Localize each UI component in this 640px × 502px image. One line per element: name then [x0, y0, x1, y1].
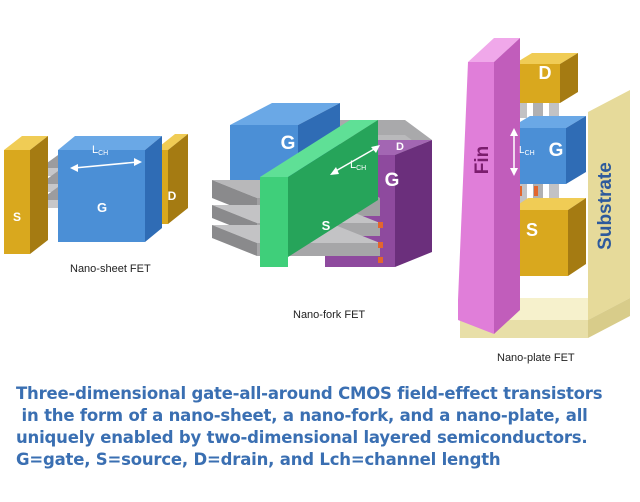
- fet-illustration: LCH G S D: [4, 38, 630, 338]
- nano-sheet-lch-arrow: [70, 158, 142, 172]
- nano-sheet-gate: [58, 136, 162, 242]
- nano-plate-fin-label: Fin: [472, 146, 493, 175]
- caption-line: in the form of a nano-sheet, a nano-fork…: [16, 406, 588, 425]
- caption-line: uniquely enabled by two-dimensional laye…: [16, 428, 588, 447]
- nano-plate-source-label: S: [526, 220, 538, 240]
- nano-fork-gate-right-label: G: [385, 170, 400, 191]
- nano-sheet-fet: LCH G S D: [4, 134, 188, 254]
- nano-fork-lch-label: LCH: [350, 159, 366, 172]
- nano-plate-substrate-label: Substrate: [595, 162, 616, 250]
- nano-plate-lch-arrow: [510, 128, 518, 176]
- nano-plate-drain-label: D: [539, 63, 552, 83]
- nano-fork-caption: Nano-fork FET: [293, 309, 366, 321]
- nano-plate-lch-label: LCH: [519, 145, 535, 157]
- nano-fork-green-bar: [260, 120, 378, 267]
- nano-fork-gate-front-label: G: [281, 133, 296, 154]
- nano-plate-fin: [458, 38, 520, 334]
- nano-sheet-drain-label: D: [168, 189, 177, 203]
- nano-fork-source-label: S: [322, 218, 331, 233]
- nano-fork-fet: LCH G G D S: [212, 103, 432, 267]
- nano-sheet-gate-label: G: [97, 200, 107, 215]
- nano-plate-gate-label: G: [549, 140, 564, 161]
- nano-plate-caption: Nano-plate FET: [497, 352, 575, 364]
- nano-sheet-lch-label: LCH: [92, 144, 108, 157]
- nano-plate-fet: LCH G D S Fin Substrate: [458, 38, 630, 338]
- nano-sheet-caption: Nano-sheet FET: [70, 263, 151, 275]
- caption-line: G=gate, S=source, D=drain, and Lch=chann…: [16, 450, 501, 469]
- nano-sheet-source-label: S: [13, 210, 21, 224]
- nano-sheet-source: [4, 136, 48, 254]
- nano-plate-source: [510, 198, 586, 276]
- caption-line: Three-dimensional gate-all-around CMOS f…: [16, 384, 603, 403]
- figure-caption: Three-dimensional gate-all-around CMOS f…: [16, 383, 628, 471]
- nano-fork-lch-arrow: [330, 145, 380, 175]
- nano-plate-drain: [514, 53, 578, 103]
- nano-fork-drain-label: D: [396, 141, 404, 153]
